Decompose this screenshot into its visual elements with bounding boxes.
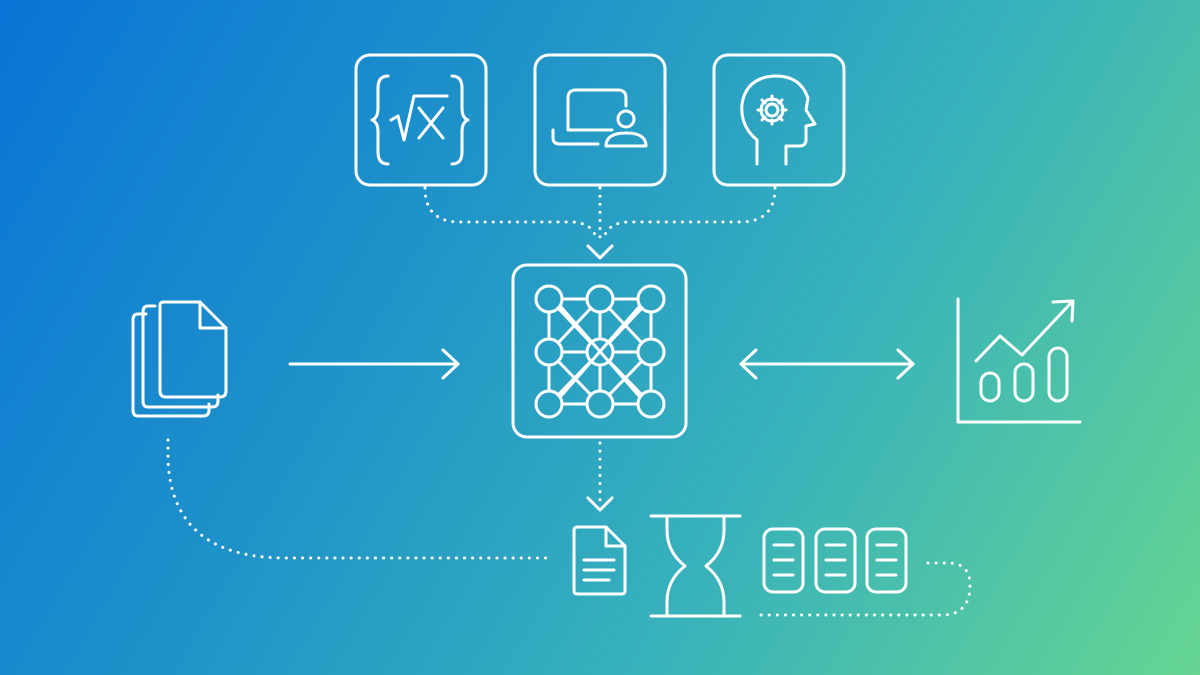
- document-stack-icon: [131, 300, 228, 418]
- hourglass-icon: [649, 514, 742, 618]
- network-node: [511, 263, 688, 439]
- head-gear-icon: [740, 74, 817, 166]
- document-icon: [572, 525, 627, 596]
- network-to-report-connector: [586, 441, 614, 512]
- documents-to-network-arrow: [288, 348, 460, 380]
- network-node-frame: [511, 263, 688, 439]
- mind-to-network-connector: [602, 186, 777, 240]
- math-formula-icon: [370, 74, 470, 166]
- laptop-node: [533, 53, 667, 187]
- mind-node-frame: [712, 53, 846, 187]
- neural-network-icon: [534, 284, 666, 419]
- chart-trend-icon: [956, 297, 1082, 424]
- laptop-node-frame: [533, 53, 667, 187]
- top-arrowhead: [586, 244, 614, 260]
- server-racks-icon: [762, 527, 908, 594]
- network-analytics-arrow: [739, 348, 915, 380]
- math-node-frame: [354, 53, 488, 187]
- math-to-network-connector: [423, 186, 598, 240]
- mind-node: [712, 53, 846, 187]
- laptop-user-icon: [551, 88, 648, 148]
- documents-to-report-connector: [166, 438, 552, 560]
- math-node: [354, 53, 488, 187]
- servers-loop-connector: [758, 561, 972, 617]
